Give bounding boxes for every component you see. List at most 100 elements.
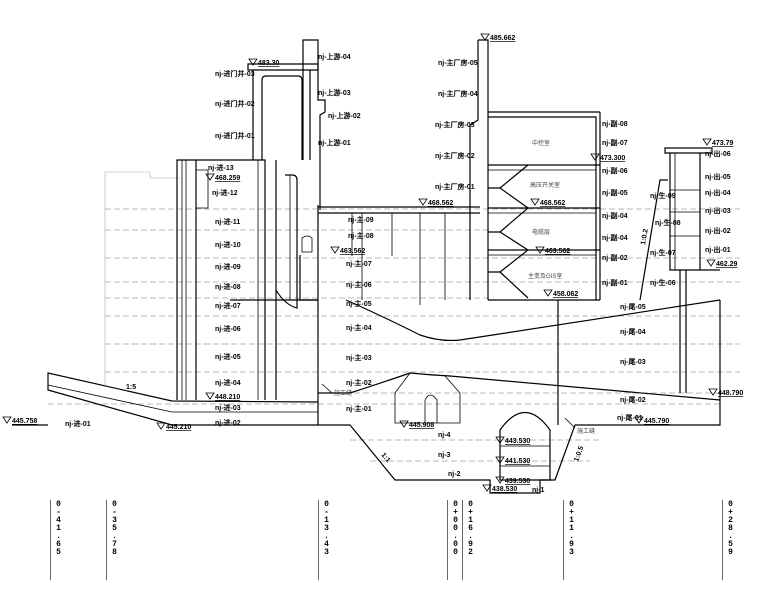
block-label: nj-进-09 <box>215 262 241 271</box>
elevation-marker-icon <box>543 289 553 297</box>
block-label: nj-尾-04 <box>620 327 646 336</box>
elevation-marker-icon <box>495 436 505 444</box>
slope-label: 1:1 <box>379 452 391 464</box>
outlet-building <box>639 147 720 393</box>
room-label: 主变及GIS室 <box>528 272 562 280</box>
block-label: nj-主-04 <box>346 323 372 332</box>
block-label: nj-进-06 <box>215 324 241 333</box>
elevation-marker-icon <box>330 246 340 254</box>
block-label: nj-主厂房-04 <box>438 89 478 98</box>
elevation-label: 443.530 <box>505 438 530 445</box>
block-label: nj-主厂房-03 <box>435 120 475 129</box>
station-mark: 0-41.65 <box>50 500 63 580</box>
block-label: nj-主厂房-05 <box>438 58 478 67</box>
elevation-label: 485.662 <box>490 35 515 42</box>
notes: 施工缝 施工缝 1:5 1:1 1:0.5 1:0.2 <box>126 228 650 464</box>
block-label: nj-2 <box>448 471 461 478</box>
elevation-label: 445.790 <box>644 418 669 425</box>
elevation-label: 468.259 <box>215 175 240 182</box>
slope-label: 1:0.5 <box>573 445 585 462</box>
elevation-label: 448.210 <box>215 394 240 401</box>
elevation-marker-icon <box>708 388 718 396</box>
slope-label: 1:5 <box>126 384 136 391</box>
elevation-marker-icon <box>399 420 409 428</box>
block-label: nj-主厂房-01 <box>435 182 475 191</box>
block-label: nj-进-05 <box>215 352 241 361</box>
station-mark: 0+00.00 <box>447 500 460 580</box>
elevation-marker-icon <box>248 58 258 66</box>
elevation-label: 463.562 <box>545 248 570 255</box>
block-label: nj-主-07 <box>346 259 372 268</box>
station-mark: 0+28.59 <box>722 500 735 580</box>
elevation-label: 439.530 <box>505 478 530 485</box>
block-label: nj-副-02 <box>602 253 628 262</box>
block-label: nj-出-03 <box>705 206 731 215</box>
block-label: nj-生-07 <box>650 248 676 257</box>
layer-lines <box>48 208 740 462</box>
block-label: nj-主-09 <box>348 215 374 224</box>
block-label: nj-进门井-03 <box>215 69 255 78</box>
elevation-marker-icon <box>205 173 215 181</box>
block-label: nj-尾-02 <box>620 395 646 404</box>
block-labels: nj-进-13 nj-进-12 nj-进-11 nj-进-10 nj-进-09 … <box>65 52 731 494</box>
left-block-outline <box>104 171 180 385</box>
block-label: nj-进-03 <box>215 403 241 412</box>
block-label: nj-出-02 <box>705 226 731 235</box>
intake-tower <box>176 159 266 400</box>
elevation-label: 441.530 <box>505 458 530 465</box>
elevation-marker-icon <box>156 422 166 430</box>
elevation-marker-icon <box>480 33 490 41</box>
elevation-label: 448.790 <box>718 390 743 397</box>
block-label: nj-主-02 <box>346 378 372 387</box>
powerhouse <box>469 39 601 301</box>
elevation-marker-icon <box>702 138 712 146</box>
block-label: nj-副-06 <box>602 166 628 175</box>
block-label: nj-主-06 <box>346 280 372 289</box>
block-label: nj-进-04 <box>215 378 241 387</box>
elevation-label: 468.562 <box>540 200 565 207</box>
elevation-label: 483.30 <box>258 60 280 67</box>
block-label: nj-主-08 <box>348 231 374 240</box>
block-label: nj-副-04 <box>602 211 628 220</box>
room-label: 电缆层 <box>532 228 550 236</box>
elevation-marker-icon <box>495 456 505 464</box>
station-mark: 0-35.78 <box>106 500 119 580</box>
block-label: nj-生-09 <box>650 191 676 200</box>
block-label: nj-3 <box>438 452 451 459</box>
block-label: nj-4 <box>438 432 451 439</box>
elevation-label: 463.562 <box>340 248 365 255</box>
block-label: nj-副-01 <box>602 278 628 287</box>
elevation-label: 438.530 <box>492 486 517 493</box>
block-label: nj-出-06 <box>705 149 731 158</box>
block-label: nj-上游-03 <box>318 88 351 97</box>
slope-label: 1:0.2 <box>640 228 650 245</box>
room-labels: 中控室 高压开关室 电缆层 主变及GIS室 <box>528 139 562 280</box>
elevation-marker-icon <box>634 416 644 424</box>
elevation-marker-icon <box>535 246 545 254</box>
block-label: nj-进-12 <box>212 188 238 197</box>
block-label: nj-进-01 <box>65 419 91 428</box>
block-label: nj-尾-05 <box>620 302 646 311</box>
elevation-label: 462.29 <box>716 261 738 268</box>
elevation-marker-icon <box>205 392 215 400</box>
block-label: nj-主-03 <box>346 353 372 362</box>
station-mark: 0+16.92 <box>462 500 475 580</box>
main-body <box>12 205 721 494</box>
elevation-marker-icon <box>418 198 428 206</box>
block-label: nj-生-08 <box>655 218 681 227</box>
elevation-label: 473.300 <box>600 155 625 162</box>
elevation-marker-icon <box>2 416 12 424</box>
elevation-label: 458.062 <box>553 291 578 298</box>
block-label: nj-主-05 <box>346 299 372 308</box>
block-label: nj-上游-01 <box>318 138 351 147</box>
block-label: nj-主-01 <box>346 404 372 413</box>
block-label: nj-尾-01 <box>617 413 643 422</box>
elevation-marker-icon <box>482 484 492 492</box>
block-label: nj-进-08 <box>215 282 241 291</box>
block-label: nj-进-07 <box>215 301 241 310</box>
block-label: nj-尾-03 <box>620 357 646 366</box>
room-label: 高压开关室 <box>530 181 560 189</box>
block-label: nj-进-13 <box>208 163 234 172</box>
block-label: nj-进-10 <box>215 240 241 249</box>
